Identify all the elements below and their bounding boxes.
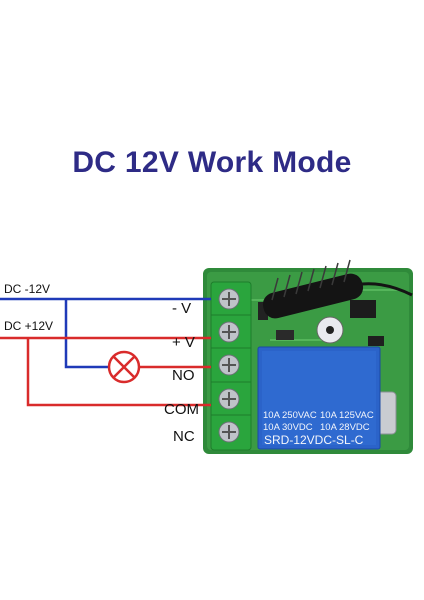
pcb-module: 10A 250VAC 10A 125VAC 10A 30VDC 10A 28VD… <box>203 259 413 454</box>
relay-model: SRD-12VDC-SL-C <box>264 433 364 447</box>
positive-wire <box>0 336 211 407</box>
ic-chip <box>350 300 376 318</box>
antenna-coil-icon <box>262 259 413 319</box>
terminal-label-neg-v: - V <box>172 300 191 317</box>
relay-rating-right-2: 10A 28VDC <box>320 422 370 433</box>
relay-rating-right-1: 10A 125VAC <box>320 410 374 421</box>
relay-rating-left-2: 10A 30VDC <box>263 422 313 433</box>
source-negative-label: DC -12V <box>4 282 50 296</box>
page-title: DC 12V Work Mode <box>72 146 352 179</box>
relay-rating-left-1: 10A 250VAC <box>263 410 317 421</box>
terminal-label-no: NO <box>172 367 195 384</box>
relay-icon: 10A 250VAC 10A 125VAC 10A 30VDC 10A 28VD… <box>257 346 381 450</box>
terminal-label-pos-v: + V <box>172 334 195 351</box>
terminal-block <box>210 281 252 451</box>
screw-terminal-icon <box>218 288 240 443</box>
negative-wire <box>0 297 211 369</box>
terminal-label-nc: NC <box>173 428 195 445</box>
terminal-label-com: COM <box>164 401 199 418</box>
source-positive-label: DC +12V <box>4 319 53 333</box>
lamp-icon <box>107 350 141 384</box>
